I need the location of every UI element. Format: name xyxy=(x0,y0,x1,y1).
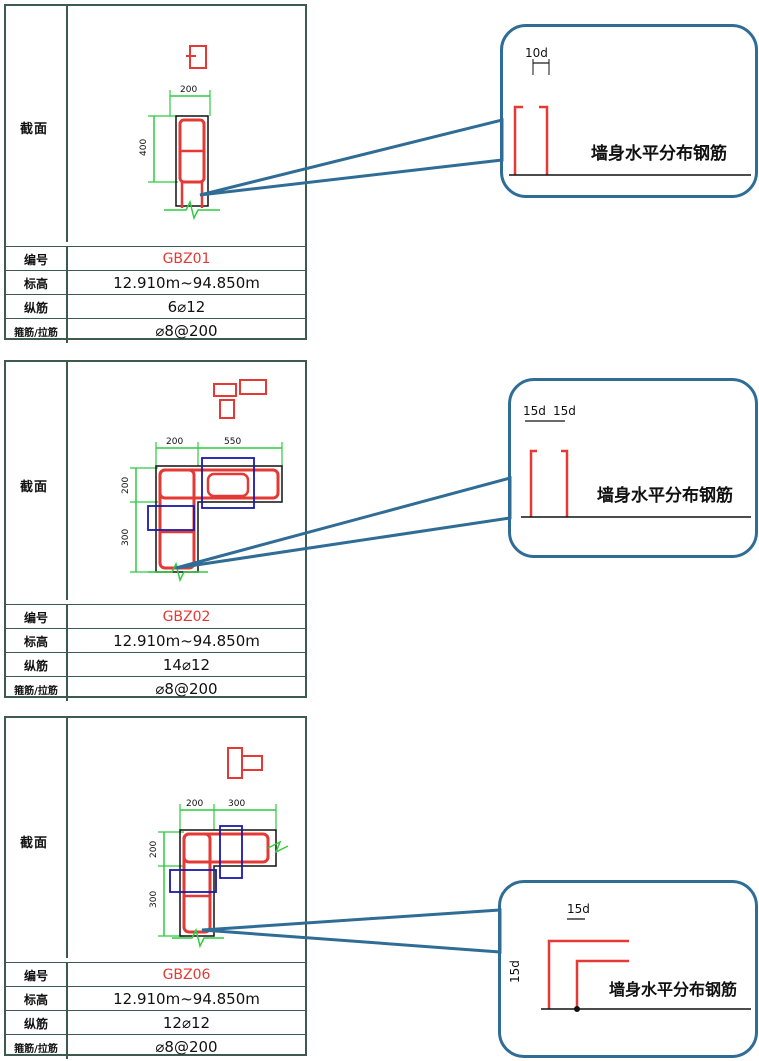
rebar-hook xyxy=(513,105,523,175)
longitudinal-value: 12⌀12 xyxy=(162,1014,211,1032)
stirrup-value: ⌀8@200 xyxy=(155,1038,218,1056)
longitudinal-value: 14⌀12 xyxy=(162,656,211,674)
component-number: GBZ02 xyxy=(162,609,211,625)
dim-side-1: 200 xyxy=(121,477,131,494)
column-divider xyxy=(66,6,68,242)
dim-top: 200 xyxy=(180,85,197,95)
row-longitudinal: 纵筋 12⌀12 xyxy=(6,1010,305,1035)
section-label: 截面 xyxy=(20,836,49,851)
wall-detail-box xyxy=(219,825,243,879)
stirrup-value: ⌀8@200 xyxy=(155,680,218,698)
section-drawing-gbz06: 200 300 200 300 xyxy=(149,747,289,949)
row-stirrup: 箍筋/拉筋 ⌀8@200 xyxy=(6,1034,305,1059)
row-elevation: 标高 12.910m~94.850m xyxy=(6,270,305,295)
dim-top-2: 550 xyxy=(224,437,241,447)
column-outline xyxy=(175,115,209,207)
callout-drawing: 15d 15d 墙身水平分布钢筋 xyxy=(508,902,751,1012)
detail-callout-1: 10d 墙身水平分布钢筋 xyxy=(500,24,758,198)
section-drawing-gbz01: 200 400 xyxy=(139,45,220,221)
wall-detail-box xyxy=(201,457,255,509)
row-stirrup: 箍筋/拉筋 ⌀8@200 xyxy=(6,676,305,701)
dim-label: 15d xyxy=(523,404,546,418)
rebar-hook xyxy=(547,939,629,1009)
detail-callout-2: 15d 15d 墙身水平分布钢筋 xyxy=(508,378,758,558)
rebar-hook xyxy=(529,449,537,517)
section-label: 截面 xyxy=(20,122,49,137)
row-longitudinal: 纵筋 14⌀12 xyxy=(6,652,305,677)
dim-label: 15d xyxy=(508,960,522,983)
callout-drawing: 15d 15d 墙身水平分布钢筋 xyxy=(521,404,751,518)
stirrup-value: ⌀8@200 xyxy=(155,322,218,340)
component-number: GBZ01 xyxy=(162,251,211,267)
row-number: 编号 GBZ06 xyxy=(6,962,305,987)
dim-label: 10d xyxy=(525,46,548,60)
break-line xyxy=(164,199,220,221)
section-table-3: 截面 200 300 200 300 编号 GBZ06 标高 12.910m~9… xyxy=(4,716,307,1059)
column-divider xyxy=(66,362,68,600)
callout-drawing: 10d 墙身水平分布钢筋 xyxy=(509,46,751,176)
dim-side: 400 xyxy=(139,139,149,156)
callout-text: 墙身水平分布钢筋 xyxy=(609,980,737,999)
callout-text: 墙身水平分布钢筋 xyxy=(597,485,733,506)
column-divider xyxy=(66,718,68,958)
row-longitudinal: 纵筋 6⌀12 xyxy=(6,294,305,319)
key-plan-icon xyxy=(213,383,237,397)
row-number: 编号 GBZ02 xyxy=(6,604,305,629)
component-number: GBZ06 xyxy=(162,967,211,983)
dim-label: 15d xyxy=(567,902,590,916)
elevation-value: 12.910m~94.850m xyxy=(113,274,260,292)
row-number: 编号 GBZ01 xyxy=(6,246,305,271)
elevation-value: 12.910m~94.850m xyxy=(113,632,260,650)
row-elevation: 标高 12.910m~94.850m xyxy=(6,628,305,653)
section-table-2: 截面 200 550 200 300 编号 GBZ02 标高 12.910m~9… xyxy=(4,360,307,701)
column-outline xyxy=(179,829,277,937)
callout-text: 墙身水平分布钢筋 xyxy=(591,143,727,164)
break-line xyxy=(172,927,224,949)
dim-side-1: 200 xyxy=(149,841,159,858)
dim-side-2: 300 xyxy=(149,891,159,908)
dim-top-1: 200 xyxy=(186,799,203,809)
section-label: 截面 xyxy=(20,480,49,495)
row-elevation: 标高 12.910m~94.850m xyxy=(6,986,305,1011)
detail-callout-3: 15d 15d 墙身水平分布钢筋 xyxy=(498,880,758,1058)
dim-side-2: 300 xyxy=(121,529,131,546)
longitudinal-value: 6⌀12 xyxy=(167,298,206,316)
section-table-1: 截面 200 400 编号 GBZ01 标高 12.910m~94.850m 纵… xyxy=(4,4,307,343)
dim-top-1: 200 xyxy=(166,437,183,447)
dim-label: 15d xyxy=(553,404,576,418)
dim-top-2: 300 xyxy=(228,799,245,809)
elevation-value: 12.910m~94.850m xyxy=(113,990,260,1008)
break-line xyxy=(148,561,208,583)
row-stirrup: 箍筋/拉筋 ⌀8@200 xyxy=(6,318,305,343)
